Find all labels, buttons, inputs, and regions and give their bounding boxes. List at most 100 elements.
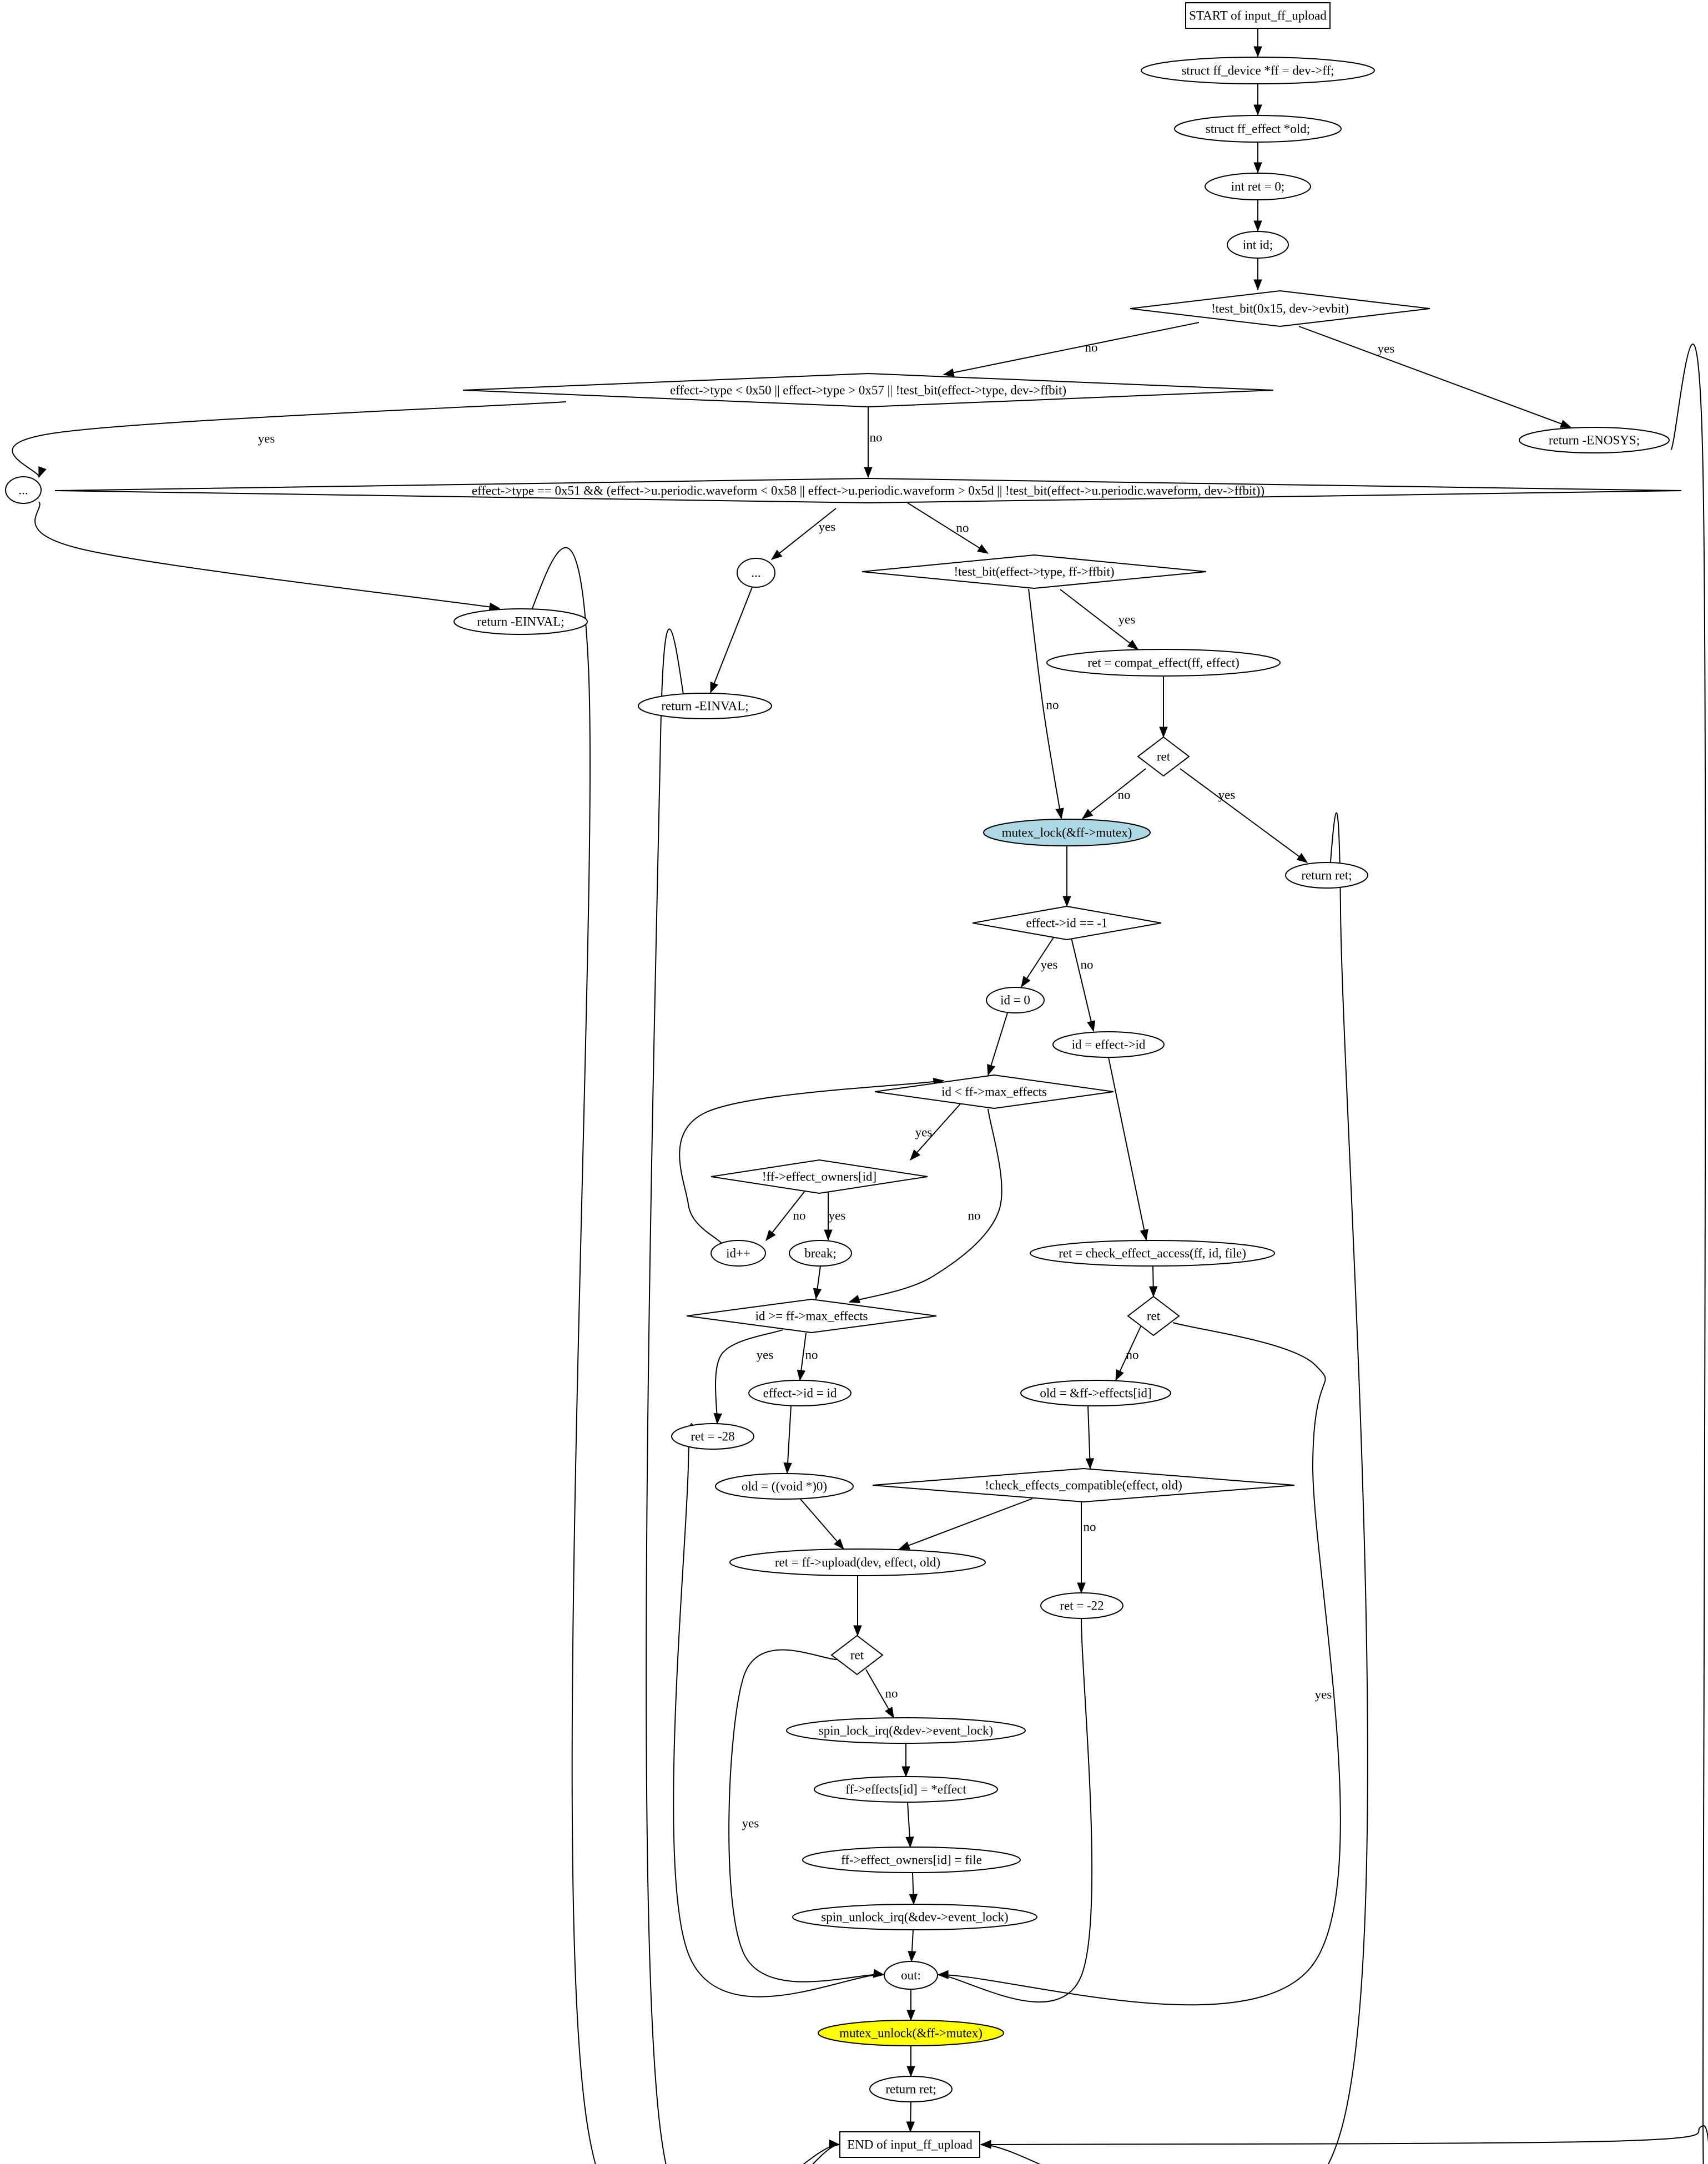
arrowhead	[1081, 809, 1094, 819]
node-label: return ret;	[885, 2082, 936, 2096]
node-d5: effect->id == -1	[972, 905, 1162, 941]
node-label: return ret;	[1301, 869, 1352, 882]
arrowhead	[906, 2010, 915, 2021]
node-label: id = 0	[1000, 993, 1030, 1007]
node-n4: int id;	[1227, 231, 1289, 259]
arrowhead	[834, 1538, 844, 1550]
node-label: effect->id == -1	[1026, 916, 1107, 930]
edge-line	[1298, 326, 1571, 428]
arrowhead	[824, 1229, 833, 1241]
arrowhead	[873, 1969, 885, 1978]
edge-n4-to-d1	[1253, 258, 1262, 291]
decision-diamond	[830, 1635, 884, 1676]
arrowhead	[1062, 896, 1071, 907]
node-label: spin_unlock_irq(&dev->event_lock)	[821, 1910, 1008, 1924]
edge-label: no	[968, 1209, 981, 1223]
node-check: ret = check_effect_access(ff, id, file)	[1030, 1240, 1275, 1267]
node-label: ...	[18, 483, 28, 497]
edge-dret1-to-rret1: yes	[1180, 768, 1308, 863]
node-d4: !test_bit(effect->type, ff->ffbit)	[861, 554, 1207, 589]
edge-line	[1082, 768, 1146, 819]
node-ideff: id = effect->id	[1052, 1031, 1165, 1058]
node-label: ff->effects[id] = *effect	[845, 1783, 966, 1797]
edge-label: no	[1085, 341, 1098, 355]
arrowhead	[710, 681, 718, 694]
statement-ellipse	[671, 1423, 754, 1450]
statement-ellipse	[1020, 1380, 1171, 1406]
edge-label: yes	[819, 520, 836, 534]
edge-line	[1087, 1405, 1091, 1469]
statement-ellipse	[729, 1548, 986, 1576]
edge-label: no	[956, 521, 969, 535]
edge-label: yes	[1218, 788, 1236, 802]
node-label: struct ff_effect *old;	[1206, 122, 1310, 136]
statement-ellipse	[1141, 57, 1375, 84]
node-r22: ret = -22	[1040, 1592, 1123, 1619]
edge-line	[771, 508, 837, 560]
node-label: ret	[1147, 1309, 1161, 1323]
node-compat: ret = compat_effect(ff, effect)	[1046, 649, 1281, 677]
node-d7: !ff->effect_owners[id]	[711, 1159, 928, 1194]
edge-line	[980, 344, 1708, 2164]
edge-line	[907, 502, 989, 554]
edge-line	[673, 1423, 884, 1997]
edge-line	[938, 1618, 1093, 2002]
arrowhead	[1085, 1458, 1095, 1470]
statement-ellipse	[638, 693, 772, 719]
edge-label: yes	[258, 432, 275, 446]
decision-diamond	[1130, 290, 1430, 327]
edge-d8-to-effid: no	[797, 1333, 818, 1381]
edge-upload-to-dret3	[853, 1576, 862, 1637]
node-label: ret	[1157, 750, 1171, 764]
edge-effid-to-oldnull	[783, 1405, 792, 1474]
node-label: ret = ff->upload(dev, effect, old)	[775, 1556, 940, 1570]
statement-ellipse	[1052, 1031, 1165, 1058]
node-d1: !test_bit(0x15, dev->evbit)	[1130, 290, 1430, 327]
edge-start-to-n1	[1253, 28, 1262, 58]
statement-ellipse	[792, 1904, 1037, 1930]
edge-label: yes	[1378, 342, 1395, 356]
edge-reinval1-to-end	[518, 547, 840, 2164]
edge-mlock-to-d5	[1062, 846, 1071, 907]
decision-diamond	[711, 1159, 928, 1194]
arrowhead	[1077, 1582, 1086, 1594]
node-sunlock: spin_unlock_irq(&dev->event_lock)	[792, 1904, 1037, 1930]
node-start: START of input_ff_upload	[1185, 2, 1331, 29]
arrowhead	[977, 544, 989, 554]
edge-label: no	[1118, 788, 1131, 802]
edge-ffown-to-sunlock	[909, 1872, 918, 1905]
arrowhead	[1296, 853, 1308, 863]
edge-d5-to-ideff: no	[1071, 937, 1096, 1032]
edge-dret2-to-out: yes	[937, 1322, 1341, 2006]
node-end: END of input_ff_upload	[839, 2131, 980, 2158]
edge-dret3-to-slock: no	[865, 1669, 898, 1719]
node-ffown: ff->effect_owners[id] = file	[802, 1847, 1021, 1873]
node-n3: int ret = 0;	[1205, 173, 1311, 200]
edge-brk-to-d8	[813, 1265, 822, 1300]
node-n1: struct ff_device *ff = dev->ff;	[1141, 57, 1375, 84]
node-dret2: ret	[1127, 1295, 1180, 1336]
decision-diamond	[861, 554, 1207, 589]
node-label: !ff->effect_owners[id]	[762, 1170, 876, 1184]
arrowhead	[906, 2121, 915, 2133]
arrowhead	[848, 1295, 860, 1303]
node-mlock: mutex_lock(&ff->mutex)	[983, 819, 1151, 846]
statement-ellipse	[1040, 1592, 1123, 1619]
edge-line	[12, 401, 567, 478]
statement-ellipse	[711, 1240, 766, 1267]
edge-ffeff-to-ffown	[905, 1802, 914, 1848]
edge-label: no	[793, 1209, 806, 1223]
edge-label: yes	[1041, 958, 1058, 972]
arrowhead	[885, 1707, 894, 1719]
arrowhead	[1253, 162, 1262, 174]
statement-ellipse	[5, 476, 42, 504]
node-label: int ret = 0;	[1231, 180, 1285, 194]
statement-ellipse	[789, 1240, 852, 1267]
edge-d1-to-renosys: yes	[1298, 326, 1572, 428]
node-label: ret	[850, 1648, 864, 1662]
node-label: struct ff_device *ff = dev->ff;	[1181, 64, 1334, 78]
arrowhead	[38, 466, 47, 478]
arrowhead	[937, 1970, 949, 1979]
edge-n1-to-n2	[1253, 84, 1262, 116]
